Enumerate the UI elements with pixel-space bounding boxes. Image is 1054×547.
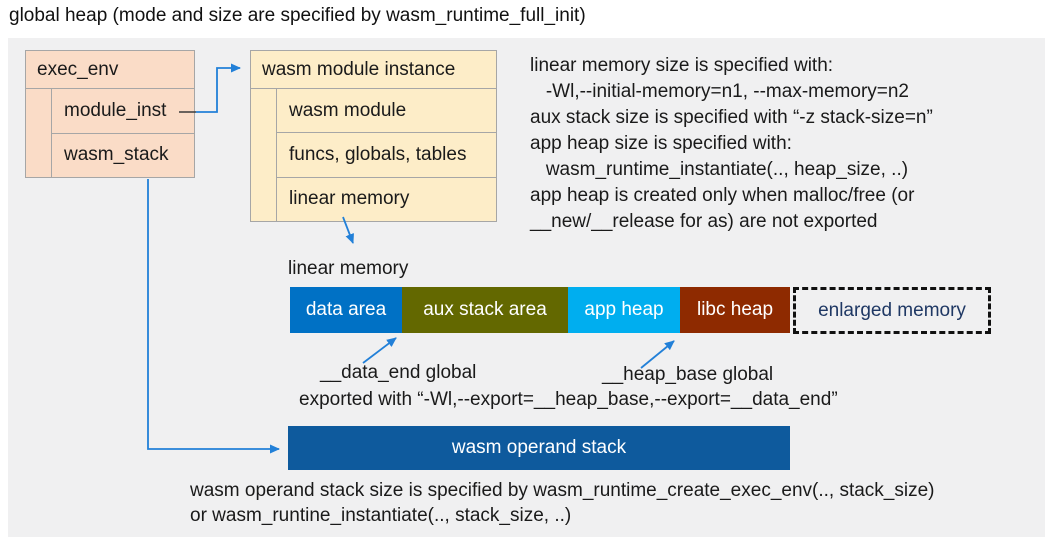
data-end-global-label: __data_end global xyxy=(320,362,477,383)
memory-segment-aux-stack-area: aux stack area xyxy=(402,287,568,333)
memory-segment-app-heap: app heap xyxy=(568,287,680,333)
exec-env-header: exec_env xyxy=(26,51,194,89)
module-instance-row-funcs-globals-tables: funcs, globals, tables xyxy=(277,133,496,178)
operand-stack-note-line: or wasm_runtine_instantiate(.., stack_si… xyxy=(190,505,572,526)
heap-base-global-label: __heap_base global xyxy=(602,364,774,385)
module-instance-rows: wasm module funcs, globals, tables linea… xyxy=(277,89,496,221)
exec-env-row-wasm-stack: wasm_stack xyxy=(64,144,169,166)
exec-env-indent-strip xyxy=(26,89,52,177)
diagram-title: global heap (mode and size are specified… xyxy=(9,5,586,26)
module-instance-indent-strip xyxy=(251,89,277,221)
exported-with-label: exported with “-Wl,--export=__heap_base,… xyxy=(299,389,838,410)
info-line: -Wl,--initial-memory=n1, --max-memory=n2 xyxy=(530,81,909,102)
size-info-block: linear memory size is specified with: -W… xyxy=(530,53,933,235)
info-line: app heap size is specified with: xyxy=(530,133,792,154)
exec-env-row-module-inst: module_inst xyxy=(52,89,194,134)
info-line: app heap is created only when malloc/fre… xyxy=(530,185,915,206)
wasm-operand-stack-box: wasm operand stack xyxy=(288,426,790,470)
enlarged-memory-box: enlarged memory xyxy=(793,287,991,334)
info-line: __new/__release for as) are not exported xyxy=(530,211,878,232)
exec-env-box: exec_env module_inst wasm_stack xyxy=(25,50,195,178)
memory-segment-libc-heap: libc heap xyxy=(680,287,790,333)
operand-stack-note: wasm operand stack size is specified by … xyxy=(190,478,935,528)
info-line: linear memory size is specified with: xyxy=(530,55,834,76)
module-instance-row-linear-memory: linear memory xyxy=(289,188,410,210)
module-instance-body: wasm module funcs, globals, tables linea… xyxy=(251,89,496,221)
info-line: wasm_runtime_instantiate(.., heap_size, … xyxy=(530,159,909,180)
module-instance-header: wasm module instance xyxy=(251,51,496,89)
linear-memory-label: linear memory xyxy=(288,258,409,279)
exec-env-rows: module_inst wasm_stack xyxy=(52,89,194,177)
module-instance-row-wasm-module: wasm module xyxy=(277,89,496,134)
exec-env-body: module_inst wasm_stack xyxy=(26,89,194,177)
info-line: aux stack size is specified with “-z sta… xyxy=(530,107,933,128)
module-instance-box: wasm module instance wasm module funcs, … xyxy=(250,50,497,222)
operand-stack-note-line: wasm operand stack size is specified by … xyxy=(190,480,935,501)
memory-segment-data-area: data area xyxy=(290,287,402,333)
